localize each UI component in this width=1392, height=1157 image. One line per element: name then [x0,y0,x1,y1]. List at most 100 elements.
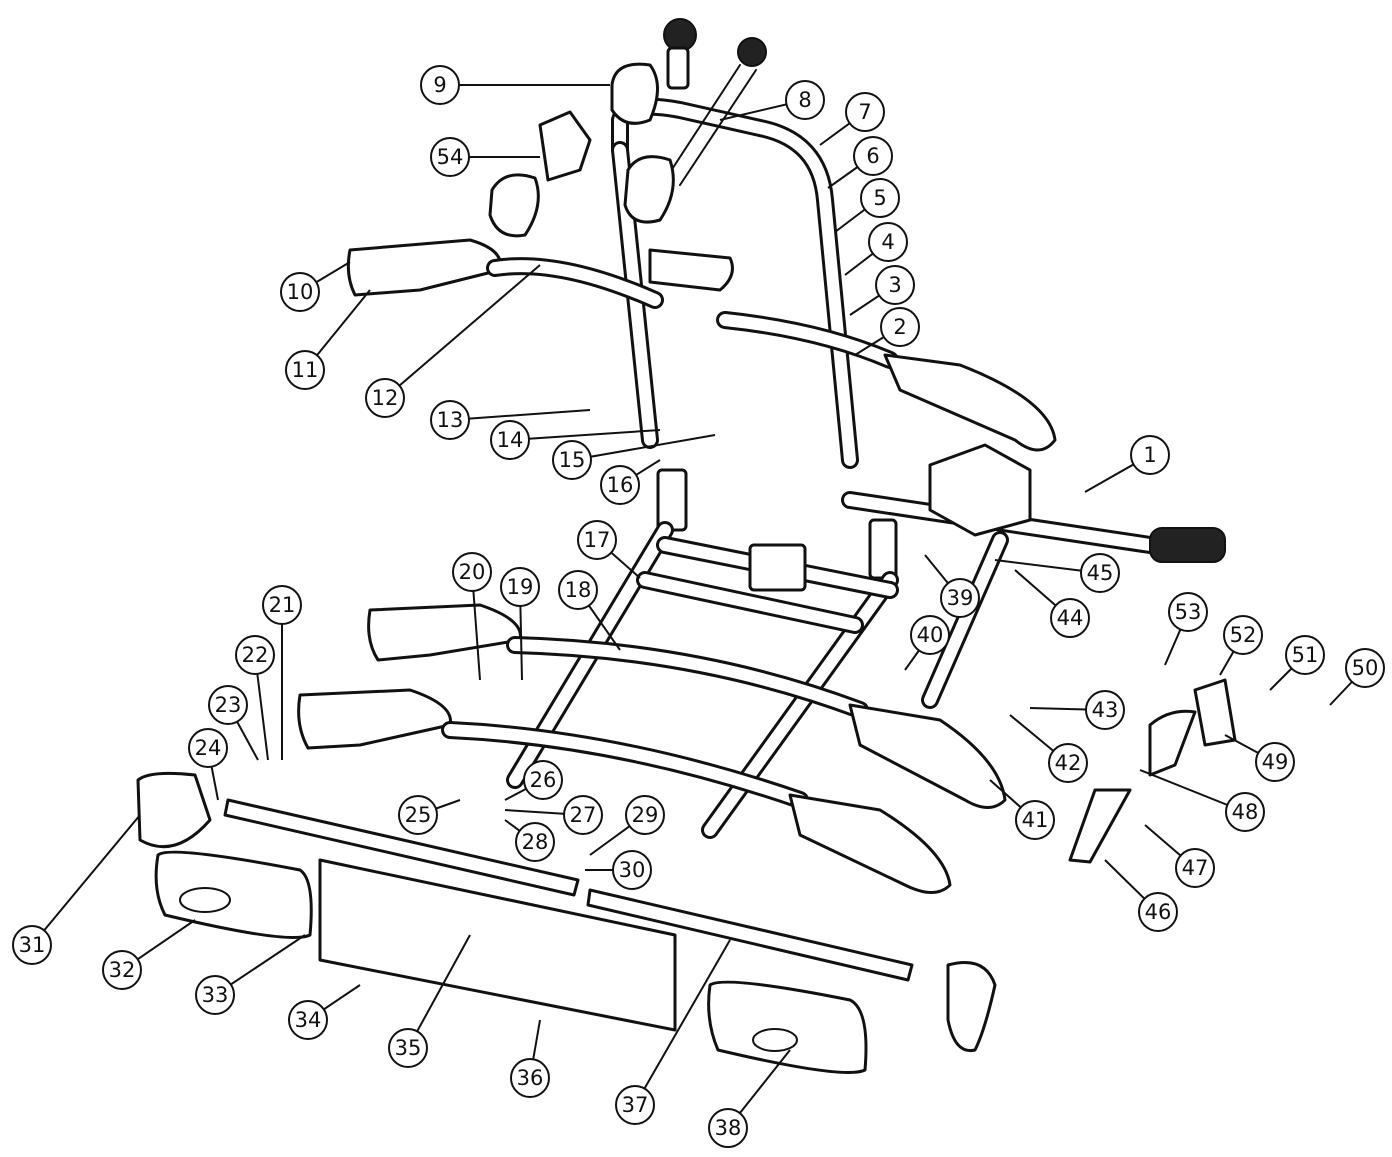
callout-label-18: 18 [565,578,592,602]
callout-label-44: 44 [1057,606,1084,630]
callout-circle-53 [1168,592,1208,632]
callout-label-20: 20 [459,560,486,584]
callout-label-9: 9 [433,73,446,97]
callout-circle-51 [1285,635,1325,675]
callout-circle-31 [12,925,52,965]
callout-circle-10 [280,272,320,312]
hitch-handle-assembly [1068,678,1237,864]
callout-circle-29 [625,795,665,835]
callout-leader-35 [407,934,471,1049]
callout-label-3: 3 [888,273,901,297]
callout-circle-17 [577,520,617,560]
callout-circle-54 [430,137,470,177]
callout-circle-14 [490,420,530,460]
callout-label-42: 42 [1055,751,1082,775]
callout-label-10: 10 [287,280,314,304]
callout-circle-52 [1223,615,1263,655]
callout-circle-34 [288,1000,328,1040]
callout-circle-13 [430,400,470,440]
callout-circle-42 [1048,743,1088,783]
callout-circle-48 [1225,792,1265,832]
callout-label-8: 8 [798,88,811,112]
wheel-clamp-54 [488,110,592,238]
callout-circle-46 [1138,892,1178,932]
callout-label-27: 27 [570,803,597,827]
callout-circle-25 [398,795,438,835]
callout-label-17: 17 [584,528,611,552]
callout-label-32: 32 [109,958,136,982]
callout-circle-2 [880,307,920,347]
upper-left-wheel-tray [346,238,664,309]
callout-circle-19 [500,567,540,607]
callout-circle-23 [208,685,248,725]
lower-wheel-trays [297,603,1007,894]
callout-label-12: 12 [372,386,399,410]
callout-label-25: 25 [405,803,432,827]
callout-circle-6 [853,136,893,176]
callout-circle-41 [1015,800,1055,840]
wheel-clamp-8 [623,37,767,224]
callout-circle-30 [612,850,652,890]
callout-label-46: 46 [1145,900,1172,924]
callout-label-29: 29 [632,803,659,827]
callout-label-36: 36 [517,1066,544,1090]
callout-label-15: 15 [559,448,586,472]
callout-circle-5 [860,178,900,218]
callout-circle-27 [563,795,603,835]
callout-circle-11 [285,350,325,390]
callout-circle-47 [1175,848,1215,888]
callout-leader-15 [571,434,716,461]
callout-circle-18 [558,570,598,610]
callout-circle-3 [875,265,915,305]
callout-circle-43 [1085,690,1125,730]
callout-labels: 1234567891011121314151617181920212223242… [12,65,1385,1148]
callout-label-7: 7 [858,100,871,124]
callout-label-5: 5 [873,186,886,210]
callout-circle-45 [1080,553,1120,593]
callout-label-41: 41 [1022,808,1049,832]
callout-circle-37 [615,1085,655,1125]
callout-label-45: 45 [1087,561,1114,585]
callout-circle-4 [868,222,908,262]
callout-label-54: 54 [437,145,464,169]
callout-label-24: 24 [195,736,222,760]
callout-circle-28 [515,822,555,862]
callout-circle-33 [195,975,235,1015]
callout-circle-24 [188,728,228,768]
callout-label-31: 31 [19,933,46,957]
callout-label-37: 37 [622,1093,649,1117]
callout-label-43: 43 [1092,698,1119,722]
callout-label-33: 33 [202,983,229,1007]
callout-label-4: 4 [881,230,894,254]
callout-leader-14 [509,429,661,441]
wheel-clamp-9 [610,18,697,125]
callout-circle-15 [552,440,592,480]
callout-label-16: 16 [607,473,634,497]
callout-circle-44 [1050,598,1090,638]
callout-label-30: 30 [619,858,646,882]
callout-label-35: 35 [395,1036,422,1060]
callout-label-49: 49 [1262,750,1289,774]
callout-circle-12 [365,378,405,418]
callout-circle-20 [452,552,492,592]
callout-circle-39 [940,578,980,618]
callout-circle-9 [420,65,460,105]
callout-label-14: 14 [497,428,524,452]
callout-circle-49 [1255,742,1295,782]
callout-label-50: 50 [1352,656,1379,680]
callout-leader-37 [634,939,731,1106]
callout-label-52: 52 [1230,623,1257,647]
callout-leader-13 [449,409,591,421]
callout-label-2: 2 [893,315,906,339]
callout-circle-35 [388,1028,428,1068]
callout-leader-31 [31,814,141,946]
callout-circle-8 [785,80,825,120]
callout-circle-32 [102,950,142,990]
callout-circle-40 [910,615,950,655]
callout-circle-1 [1130,435,1170,475]
callout-circle-16 [600,465,640,505]
upper-right-wheel-tray [648,248,1057,452]
callout-label-6: 6 [866,144,879,168]
callout-label-48: 48 [1232,800,1259,824]
